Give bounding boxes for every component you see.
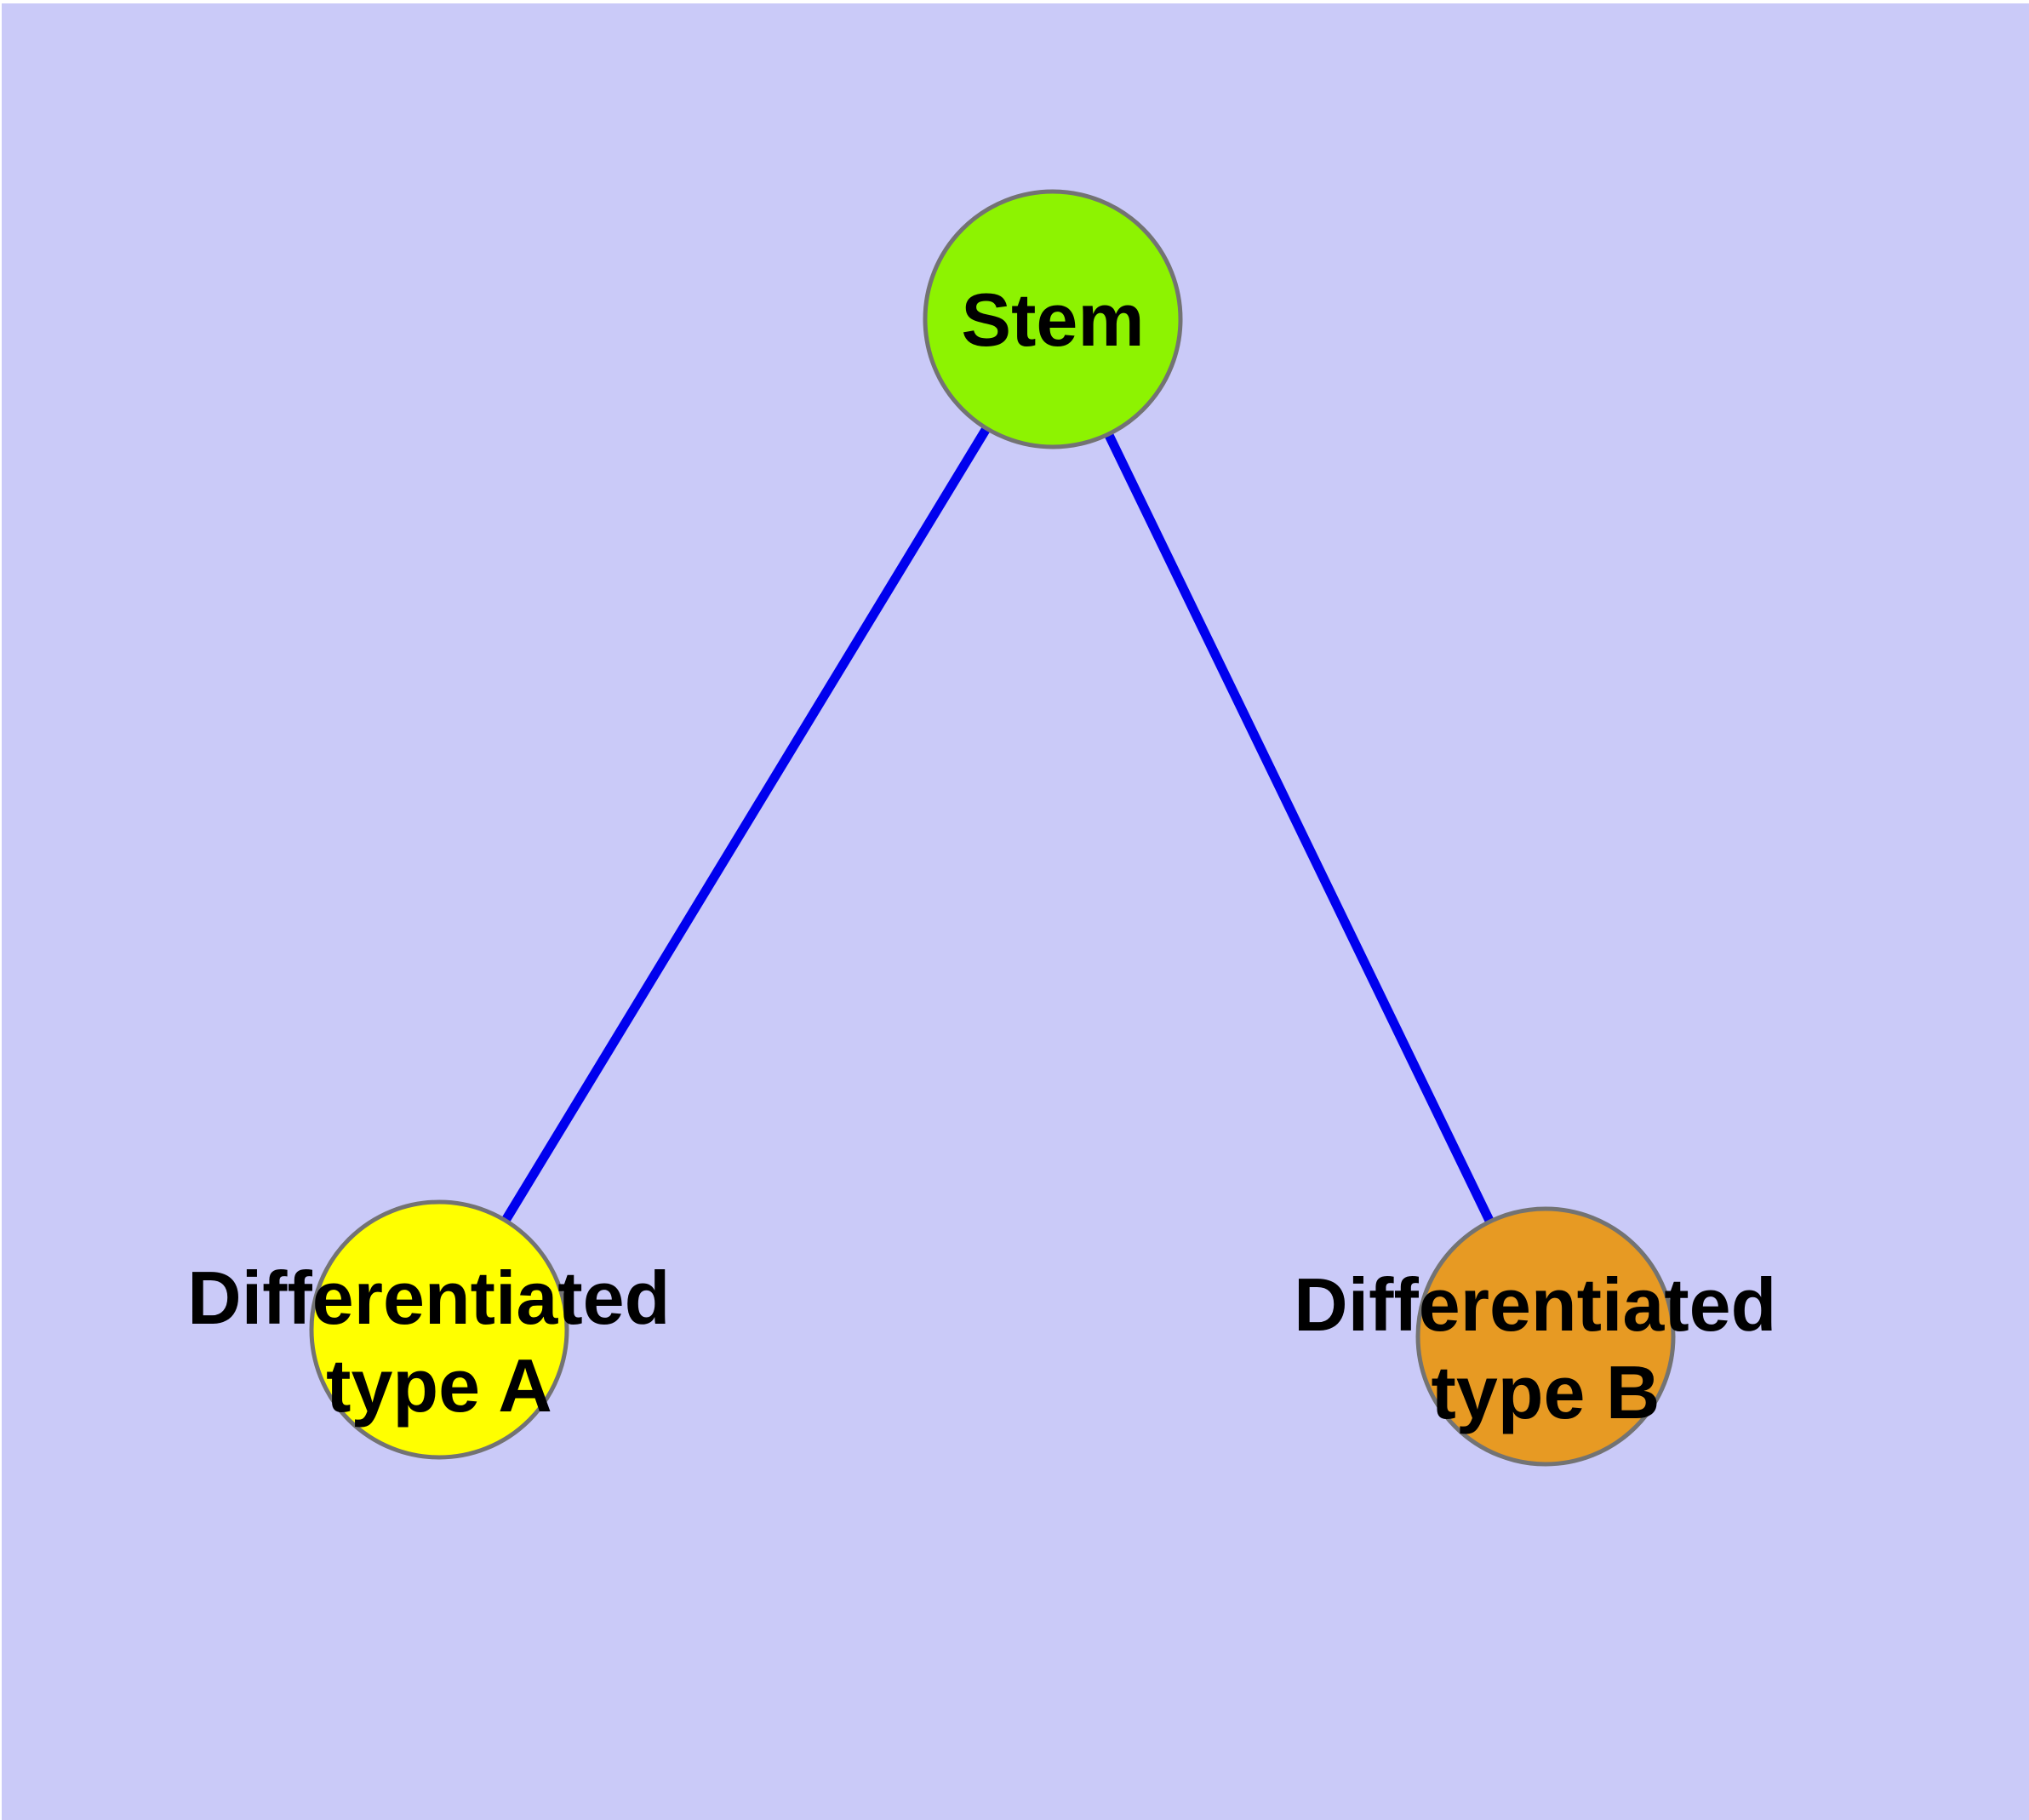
node-type-b-label-line2: type B [1432,1350,1660,1434]
node-stem [923,189,1183,449]
node-type-a-label-line2: type A [326,1343,552,1428]
node-type-b-label-line1: Differentiated [1294,1262,1776,1347]
node-stem-label: Stem [961,278,1144,362]
edge-stem-to-type-b [1049,317,1550,1339]
node-type-b-label: Differentiated type B [1294,1262,1798,1434]
edge-stem-to-type-a [435,317,1057,1332]
node-type-a-label: Differentiated type A [187,1256,691,1428]
node-differentiated-type-b [1415,1206,1676,1467]
node-differentiated-type-a [309,1199,569,1460]
node-type-a-label-line1: Differentiated [187,1256,670,1340]
